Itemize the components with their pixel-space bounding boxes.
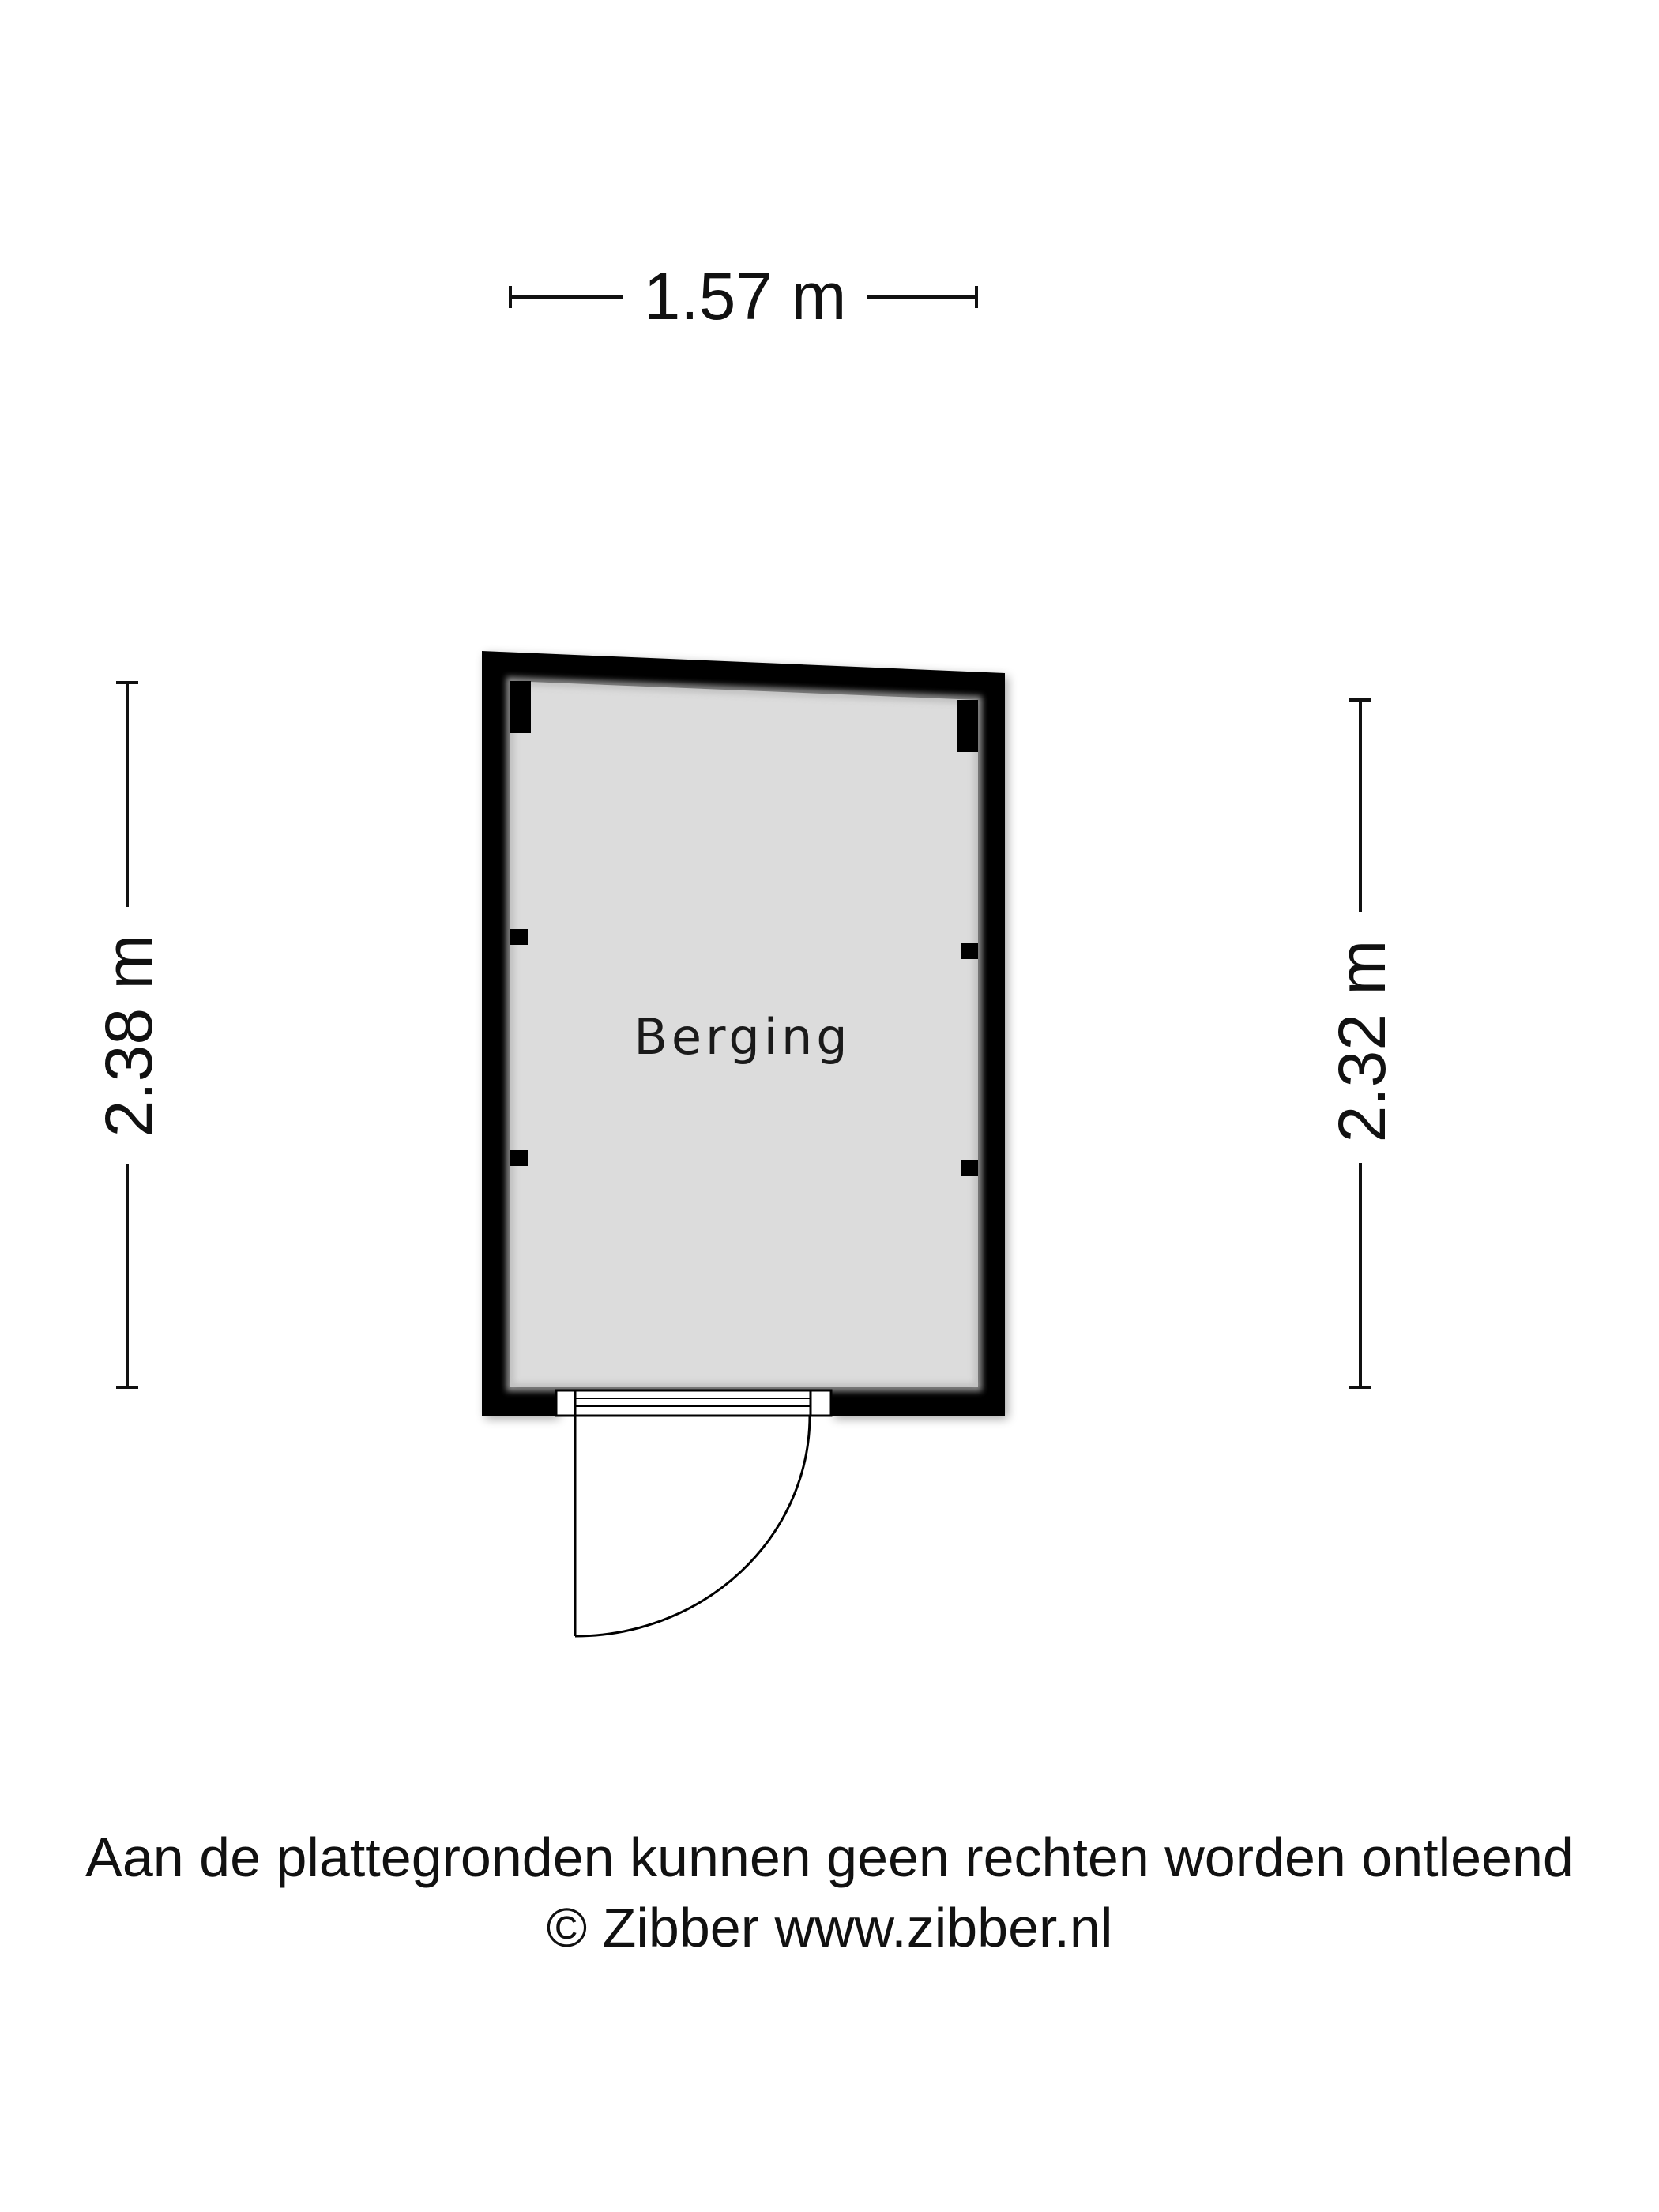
right-height-dimension: 2.32 m <box>1325 698 1399 1389</box>
copyright-text: © Zibber www.zibber.nl <box>546 1897 1113 1958</box>
door-frame-right <box>809 1389 833 1417</box>
door-threshold <box>574 1389 812 1417</box>
left-height-dimension: 2.38 m <box>92 681 166 1389</box>
room-label: Berging <box>634 1008 851 1066</box>
wall-post <box>510 929 528 945</box>
wall-post <box>961 1160 978 1176</box>
right-height-label: 2.32 m <box>1325 940 1399 1143</box>
corner-pillar-left <box>510 681 531 733</box>
door-frame-left <box>555 1389 577 1417</box>
left-height-label: 2.38 m <box>92 935 166 1138</box>
wall-post <box>961 943 978 959</box>
door-swing-arc <box>574 1415 811 1638</box>
corner-pillar-right <box>957 700 978 752</box>
wall-post <box>510 1150 528 1166</box>
width-dimension: 1.57 m <box>509 259 978 333</box>
disclaimer-text: Aan de plattegronden kunnen geen rechten… <box>85 1826 1574 1888</box>
room-floor <box>510 681 978 1387</box>
width-dimension-label: 1.57 m <box>644 259 847 333</box>
storage-room: Berging <box>482 651 1005 1416</box>
door <box>555 1389 833 1638</box>
